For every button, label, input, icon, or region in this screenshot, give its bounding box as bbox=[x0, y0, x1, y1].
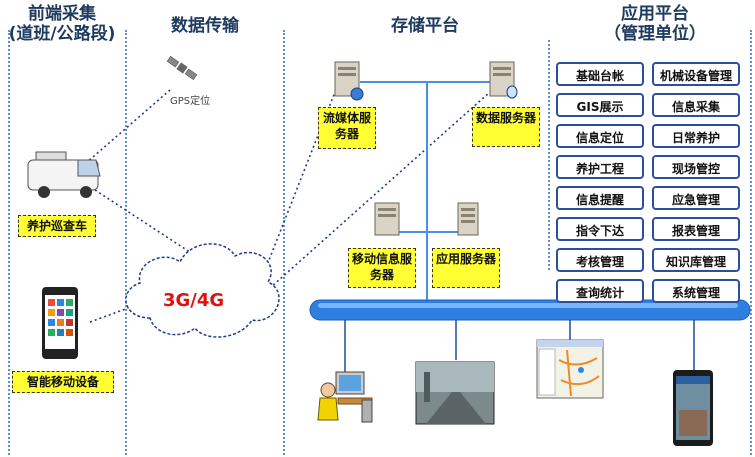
module-item: 信息提醒 bbox=[556, 186, 644, 210]
app-column-title: 应用平台 （管理单位） bbox=[580, 4, 730, 44]
module-item: 机械设备管理 bbox=[652, 62, 740, 86]
module-item: 信息采集 bbox=[652, 93, 740, 117]
divider-3 bbox=[283, 30, 285, 455]
transmit-column-title: 数据传输 bbox=[171, 16, 239, 36]
application-server-label: 应用服务器 bbox=[432, 248, 500, 288]
app-title-line1: 应用平台 bbox=[621, 4, 689, 24]
divider-2 bbox=[125, 30, 127, 455]
user-workstation-icon bbox=[317, 371, 373, 423]
smartphone-icon bbox=[42, 287, 78, 359]
front-column-title: 前端采集 (道班/公路段) bbox=[2, 4, 122, 44]
front-title-line2: (道班/公路段) bbox=[8, 24, 116, 44]
divider-4 bbox=[548, 40, 550, 270]
gps-label: GPS定位 bbox=[170, 96, 211, 107]
module-item: 报表管理 bbox=[652, 217, 740, 241]
server-icon-data bbox=[489, 61, 518, 99]
module-item: 考核管理 bbox=[556, 248, 644, 272]
mobile-server-label: 移动信息服务器 bbox=[348, 248, 416, 288]
gis-map-image bbox=[536, 339, 604, 399]
module-item: GIS展示 bbox=[556, 93, 644, 117]
divider-1 bbox=[8, 30, 10, 455]
server-icon-application bbox=[457, 202, 479, 236]
module-item: 应急管理 bbox=[652, 186, 740, 210]
device-label: 智能移动设备 bbox=[12, 371, 114, 393]
divider-5 bbox=[750, 30, 752, 455]
mobile-phone-image bbox=[673, 370, 713, 446]
satellite-icon bbox=[166, 56, 198, 80]
module-item: 知识库管理 bbox=[652, 248, 740, 272]
vehicle-label: 养护巡查车 bbox=[18, 215, 96, 237]
module-item: 日常养护 bbox=[652, 124, 740, 148]
module-item: 基础台帐 bbox=[556, 62, 644, 86]
server-icon-streaming bbox=[334, 61, 364, 101]
storage-column-title: 存储平台 bbox=[391, 16, 459, 36]
cloud-icon bbox=[125, 243, 280, 338]
network-label: 3G/4G bbox=[163, 290, 225, 311]
server-icon-mobile bbox=[374, 202, 400, 236]
module-item: 现场管控 bbox=[652, 155, 740, 179]
front-title-line1: 前端采集 bbox=[28, 4, 96, 24]
video-surveillance-image bbox=[415, 361, 495, 425]
streaming-server-label: 流媒体服务器 bbox=[318, 107, 376, 149]
module-item: 查询统计 bbox=[556, 279, 644, 303]
module-item: 信息定位 bbox=[556, 124, 644, 148]
module-item: 系统管理 bbox=[652, 279, 740, 303]
app-title-line2: （管理单位） bbox=[604, 24, 706, 44]
module-item: 养护工程 bbox=[556, 155, 644, 179]
patrol-vehicle-icon bbox=[27, 151, 101, 198]
data-server-label: 数据服务器 bbox=[472, 107, 540, 147]
module-item: 指令下达 bbox=[556, 217, 644, 241]
